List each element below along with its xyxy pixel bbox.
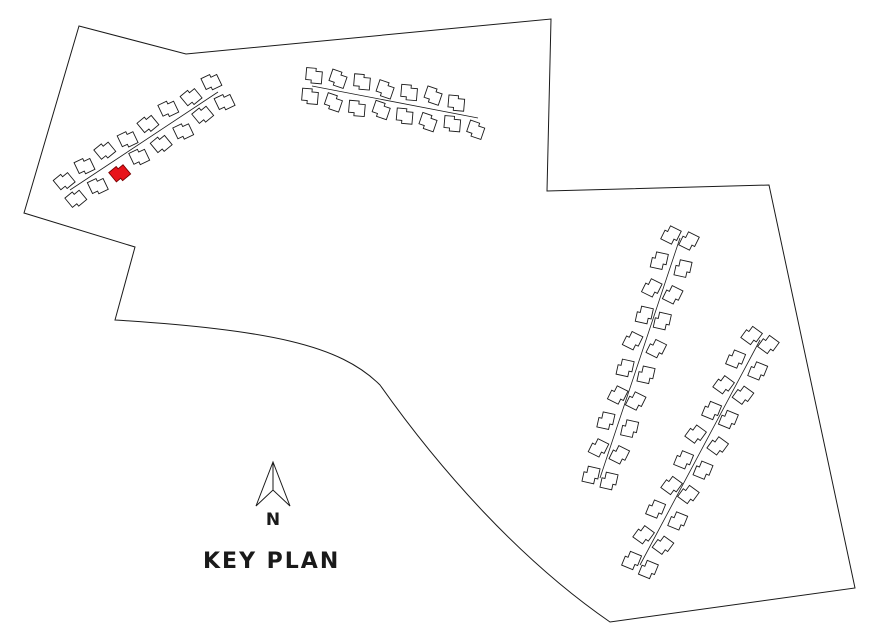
- building-unit: [660, 225, 682, 245]
- building-unit: [756, 334, 780, 355]
- building-unit: [64, 189, 88, 208]
- building-unit: [371, 99, 391, 121]
- building-unit: [620, 419, 640, 438]
- building-unit: [86, 177, 109, 195]
- building-unit: [447, 94, 466, 112]
- building-unit: [328, 68, 348, 90]
- building-unit: [615, 358, 635, 378]
- building-unit: [621, 330, 644, 351]
- building-unit: [191, 105, 215, 124]
- building-unit: [673, 450, 695, 470]
- building-unit: [136, 114, 160, 134]
- building-unit: [157, 100, 180, 118]
- building-unit: [305, 67, 323, 85]
- building-unit: [651, 535, 675, 555]
- site-boundary: [23, 18, 856, 623]
- building-unit: [606, 385, 629, 405]
- building-unit: [179, 88, 203, 107]
- building-unit: [634, 305, 654, 325]
- building-unit: [637, 559, 659, 580]
- cluster-spine: [69, 91, 219, 191]
- building-unit: [466, 119, 486, 141]
- building-unit: [443, 115, 462, 133]
- building-unit: [200, 73, 223, 91]
- building-unit: [706, 436, 730, 456]
- building-unit: [692, 460, 714, 480]
- cluster-spine: [599, 237, 681, 479]
- building-unit: [128, 148, 151, 166]
- building-unit: [649, 251, 669, 271]
- building-unit: [395, 107, 414, 125]
- building-unit: [676, 484, 700, 505]
- building-unit: [93, 141, 117, 160]
- building-unit: [587, 438, 610, 458]
- building-unit: [678, 231, 700, 251]
- cluster-spine: [639, 339, 761, 566]
- building-unit: [149, 134, 173, 154]
- building-units: [52, 67, 780, 580]
- building-unit: [701, 400, 723, 421]
- building-unit: [731, 385, 755, 405]
- building-unit: [640, 278, 663, 298]
- building-unit: [348, 99, 366, 118]
- building-unit: [323, 92, 343, 113]
- north-label: N: [266, 510, 280, 530]
- building-unit: [73, 157, 96, 175]
- building-unit: [599, 471, 619, 491]
- key-plan-title: KEY PLAN: [203, 549, 340, 574]
- building-unit: [116, 131, 139, 148]
- building-unit: [301, 87, 319, 105]
- building-unit: [645, 338, 668, 359]
- highlighted-unit: [108, 164, 132, 183]
- cluster-spine: [311, 85, 479, 119]
- building-unit: [652, 311, 672, 331]
- building-unit: [632, 525, 656, 545]
- building-unit: [624, 391, 647, 411]
- northwest-cluster: [52, 73, 236, 208]
- north-cluster: [301, 67, 486, 141]
- building-unit: [581, 465, 601, 485]
- building-unit: [667, 511, 689, 531]
- building-unit: [418, 111, 438, 133]
- building-unit: [661, 285, 684, 305]
- building-unit: [596, 411, 616, 431]
- building-unit: [673, 259, 693, 278]
- building-unit: [621, 550, 643, 571]
- building-unit: [636, 365, 656, 385]
- north-arrow: N: [255, 460, 291, 530]
- north-arrow-icon: [255, 460, 291, 507]
- building-unit: [684, 424, 708, 444]
- building-unit: [712, 375, 736, 395]
- east-cluster-outer: [621, 325, 780, 580]
- building-unit: [717, 409, 739, 430]
- building-unit: [423, 85, 443, 106]
- building-unit: [608, 445, 631, 465]
- building-unit: [400, 83, 418, 102]
- building-unit: [375, 79, 395, 100]
- east-cluster-inner: [581, 225, 700, 491]
- building-unit: [747, 361, 769, 381]
- building-unit: [725, 349, 747, 369]
- building-unit: [52, 172, 76, 191]
- building-unit: [353, 73, 371, 91]
- building-unit: [172, 123, 195, 140]
- building-unit: [660, 475, 684, 496]
- building-unit: [740, 325, 764, 346]
- building-unit: [213, 93, 236, 111]
- building-unit: [645, 499, 667, 519]
